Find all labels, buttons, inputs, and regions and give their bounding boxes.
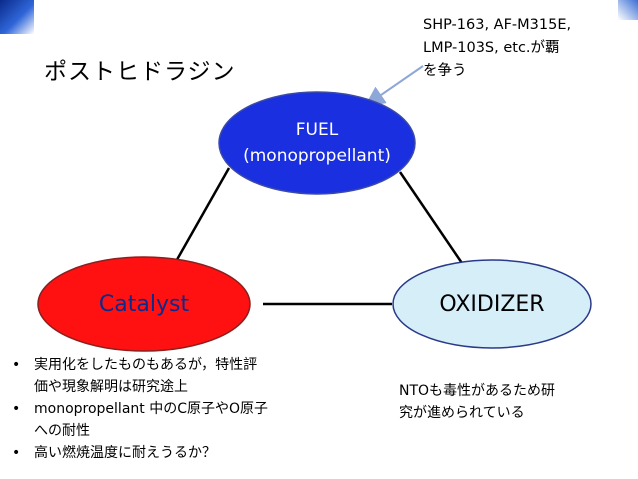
callout-arrow: [364, 65, 424, 107]
edge-fuel-catalyst: [168, 167, 231, 273]
challenge-bullet-list: 実用化をしたものもあるが，特性評 価や現象解明は研究途上 monopropell…: [8, 354, 318, 464]
fuel-node: [218, 91, 416, 195]
fuel-label-line2: (monopropellant): [243, 146, 391, 166]
oxidizer-node: [392, 259, 592, 349]
edge-fuel-oxidizer: [398, 171, 470, 273]
bullet-item: 実用化をしたものもあるが，特性評 価や現象解明は研究途上: [8, 354, 318, 398]
slide-corner-decoration-left: [0, 0, 34, 34]
oxidizer-note-line: 究が進められている: [399, 405, 525, 421]
fuel-node-label: FUEL (monopropellant): [219, 92, 415, 194]
bullet-item: monopropellant 中のC原子やO原子 への耐性: [8, 398, 318, 442]
slide-corner-decoration-right: [618, 0, 638, 20]
fuel-label-line1: FUEL: [295, 120, 339, 140]
catalyst-node-label: Catalyst: [98, 291, 190, 317]
slide-title: ポストヒドラジン: [44, 59, 236, 85]
callout-text: SHP-163, AF-M315E, LMP-103S, etc.が覇 を争う: [423, 14, 571, 83]
callout-line: SHP-163, AF-M315E,: [423, 17, 572, 33]
bullet-text: 実用化をしたものもあるが，特性評 価や現象解明は研究途上: [34, 357, 258, 395]
callout-line: LMP-103S, etc.が覇: [423, 40, 560, 56]
oxidizer-note-line: NTOも毒性があるため研: [399, 383, 556, 399]
oxidizer-note: NTOも毒性があるため研 究が進められている: [399, 380, 555, 424]
bullet-item: 高い燃焼温度に耐えうるか？: [8, 442, 318, 464]
catalyst-node: [37, 256, 251, 352]
oxidizer-node-label: OXIDIZER: [439, 291, 545, 317]
bullet-text: monopropellant 中のC原子やO原子 への耐性: [34, 401, 269, 439]
callout-line: を争う: [423, 63, 467, 79]
bullet-text: 高い燃焼温度に耐えうるか？: [34, 445, 216, 461]
